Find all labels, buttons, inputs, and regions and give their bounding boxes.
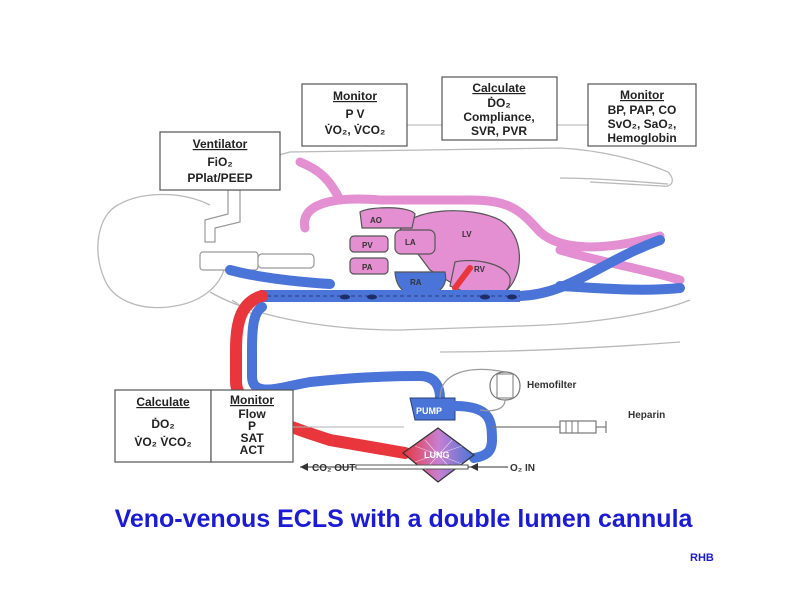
calculate-top-title: Calculate bbox=[472, 81, 526, 95]
pump: PUMP bbox=[409, 397, 456, 421]
box-calculate-top: Calculate ḊO₂ Compliance, SVR, PVR bbox=[441, 76, 558, 141]
monitor-bottom-title: Monitor bbox=[230, 393, 274, 407]
heparin-syringe: Heparin bbox=[492, 410, 665, 434]
ventilator-line-1: FiO₂ bbox=[207, 155, 232, 169]
ventilator-line-2: PPlat/PEEP bbox=[187, 171, 252, 185]
label-o2-in: O₂ IN bbox=[510, 463, 535, 474]
monitor-bottom-line-4: ACT bbox=[240, 443, 265, 457]
connector-lines bbox=[407, 124, 588, 126]
calculate-top-line-3: SVR, PVR bbox=[471, 124, 527, 138]
blue-veins bbox=[225, 235, 685, 301]
label-ao: AO bbox=[370, 216, 382, 225]
label-pa: PA bbox=[362, 263, 373, 272]
label-lv: LV bbox=[462, 230, 472, 239]
monitor-top-right-line-3: Hemoglobin bbox=[607, 131, 676, 145]
box-monitor-top-left: Monitor P V V̇O₂, V̇CO₂ bbox=[301, 83, 408, 147]
ventilator-tubing bbox=[199, 189, 315, 271]
box-monitor-top-right: Monitor BP, PAP, CO SvO₂, SaO₂, Hemoglob… bbox=[587, 83, 697, 147]
label-rv: RV bbox=[474, 265, 486, 274]
hemofilter: Hemofilter bbox=[439, 368, 577, 412]
pink-vessels bbox=[295, 157, 685, 285]
calculate-bottom-line-1: ḊO₂ bbox=[151, 416, 174, 431]
label-heparin: Heparin bbox=[628, 410, 665, 421]
monitor-bottom-line-3: SAT bbox=[240, 431, 264, 445]
label-pv: PV bbox=[362, 241, 373, 250]
box-ventilator: Ventilator FiO₂ PPlat/PEEP bbox=[159, 131, 281, 191]
calculate-top-line-2: Compliance, bbox=[463, 110, 534, 124]
label-hemofilter: Hemofilter bbox=[527, 380, 577, 391]
membrane-lung: LUNG bbox=[402, 427, 475, 483]
monitor-top-left-title: Monitor bbox=[333, 89, 377, 103]
calculate-bottom-title: Calculate bbox=[136, 395, 190, 409]
double-lumen-cannula bbox=[260, 290, 520, 302]
heart-pa bbox=[349, 257, 389, 275]
label-la: LA bbox=[405, 238, 416, 247]
heart-pv bbox=[349, 235, 389, 253]
label-pump: PUMP bbox=[416, 406, 442, 416]
diagram-caption: Veno-venous ECLS with a double lumen can… bbox=[114, 505, 693, 533]
drainage-line-blue bbox=[247, 302, 445, 403]
monitor-top-left-line-1: P V bbox=[345, 107, 364, 121]
monitor-top-right-title: Monitor bbox=[620, 88, 664, 102]
calculate-top-line-1: ḊO₂ bbox=[487, 95, 510, 110]
label-co2-out: CO₂ OUT bbox=[312, 463, 355, 474]
heart-ao bbox=[359, 207, 416, 229]
monitor-top-right-line-2: SvO₂, SaO₂, bbox=[608, 117, 677, 131]
monitor-bottom-line-1: Flow bbox=[238, 407, 266, 421]
box-monitor-bottom: Monitor Flow P SAT ACT bbox=[210, 389, 294, 463]
calculate-bottom-line-2: V̇O₂ V̇CO₂ bbox=[134, 434, 191, 449]
heart-la bbox=[394, 229, 436, 255]
return-jet bbox=[452, 265, 473, 291]
monitor-top-right-line-1: BP, PAP, CO bbox=[608, 103, 677, 117]
gas-lines: CO₂ OUT O₂ IN bbox=[300, 463, 535, 474]
heart: AO LA LV PV PA RA RV bbox=[349, 207, 520, 299]
label-ra: RA bbox=[410, 278, 422, 287]
monitor-top-left-line-2: V̇O₂, V̇CO₂ bbox=[325, 122, 386, 137]
ventilator-title: Ventilator bbox=[193, 137, 248, 151]
return-line-red bbox=[230, 290, 411, 459]
label-lung: LUNG bbox=[424, 450, 450, 460]
pump-to-lung-line bbox=[450, 401, 498, 463]
box-calculate-bottom: Calculate ḊO₂ V̇O₂ V̇CO₂ bbox=[114, 389, 212, 463]
monitor-bottom-line-2: P bbox=[248, 419, 256, 433]
author-credit: RHB bbox=[690, 552, 714, 564]
